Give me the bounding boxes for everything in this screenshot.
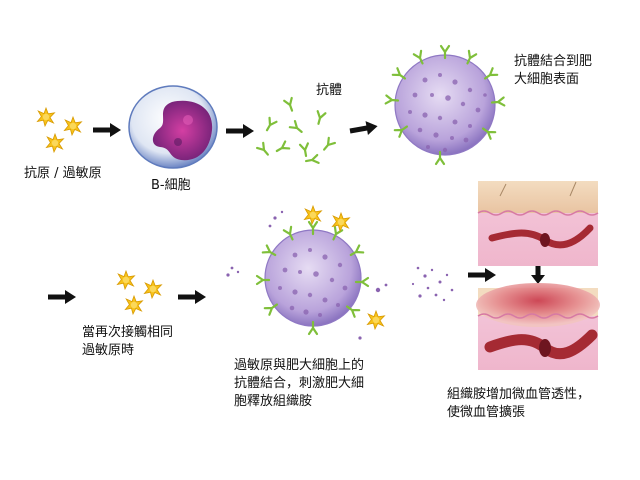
- arrow-icon: [48, 290, 76, 304]
- b-cell-label: B-細胞: [151, 178, 191, 193]
- b-cell-icon: [128, 85, 218, 169]
- arrow-icon: [226, 124, 254, 138]
- antibody-icon: [255, 96, 337, 167]
- arrow-icon: [178, 290, 206, 304]
- effect-label-line2: 使微血管擴張: [447, 405, 526, 420]
- antigen-icon: [36, 107, 82, 153]
- mast-bind-label-line1: 抗體結合到肥: [514, 54, 593, 69]
- arrow-icon: [531, 266, 545, 284]
- reexposure-label-line2: 過敏原時: [82, 343, 135, 358]
- histamine-icon: [226, 210, 454, 340]
- mast-cell-icon: [384, 44, 506, 166]
- antigen-icon: [116, 270, 162, 315]
- antibody-label: 抗體: [316, 83, 343, 98]
- skin-vessel-icon: [477, 181, 599, 266]
- release-label-line2: 抗體結合，刺激肥大細: [234, 376, 365, 391]
- antigen-label: 抗原 / 過敏原: [24, 166, 102, 181]
- reexposure-label-line1: 當再次接觸相同: [82, 325, 174, 340]
- mast-cell-icon: [255, 205, 385, 336]
- arrow-icon: [348, 119, 379, 138]
- skin-vessel-icon: [476, 283, 600, 370]
- effect-label-line1: 組織胺增加微血管透性，: [447, 387, 591, 402]
- release-label-line1: 過敏原與肥大細胞上的: [234, 358, 365, 373]
- arrow-icon: [468, 268, 496, 282]
- arrow-icon: [93, 123, 121, 137]
- mast-bind-label-line2: 大細胞表面: [514, 72, 580, 87]
- release-label-line3: 胞釋放組織胺: [234, 394, 313, 409]
